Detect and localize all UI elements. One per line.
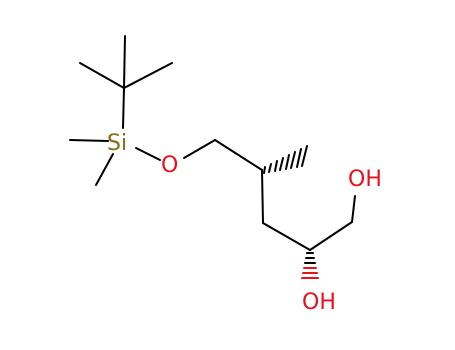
- bond-o-ch2: [183, 139, 216, 159]
- hashed-wedge-oh: [301, 252, 319, 279]
- skeleton-bonds: [69, 35, 356, 251]
- bond-tbu-si: [122, 87, 125, 129]
- bond-c2-c3: [261, 169, 264, 224]
- bond-c5-oh: [351, 195, 356, 223]
- bond-c4-c5: [309, 221, 353, 251]
- atom-si: Si: [107, 131, 127, 156]
- bond-tbu-methyl-top: [123, 35, 126, 89]
- bond-tbu-methyl-right: [123, 62, 173, 89]
- bond-si-methyl-left: [69, 139, 109, 142]
- bond-si-methyl-down: [95, 153, 114, 186]
- bond-tbu-methyl-left: [79, 62, 125, 89]
- atom-o-ether: O: [161, 153, 178, 178]
- bond-si-o: [135, 147, 161, 161]
- atom-oh-secondary: OH: [302, 290, 336, 315]
- bond-c3-c4: [262, 222, 311, 251]
- atom-oh-primary: OH: [348, 167, 382, 192]
- hashed-wedge-methyl: [263, 145, 308, 174]
- bond-ch2-c2: [214, 139, 263, 171]
